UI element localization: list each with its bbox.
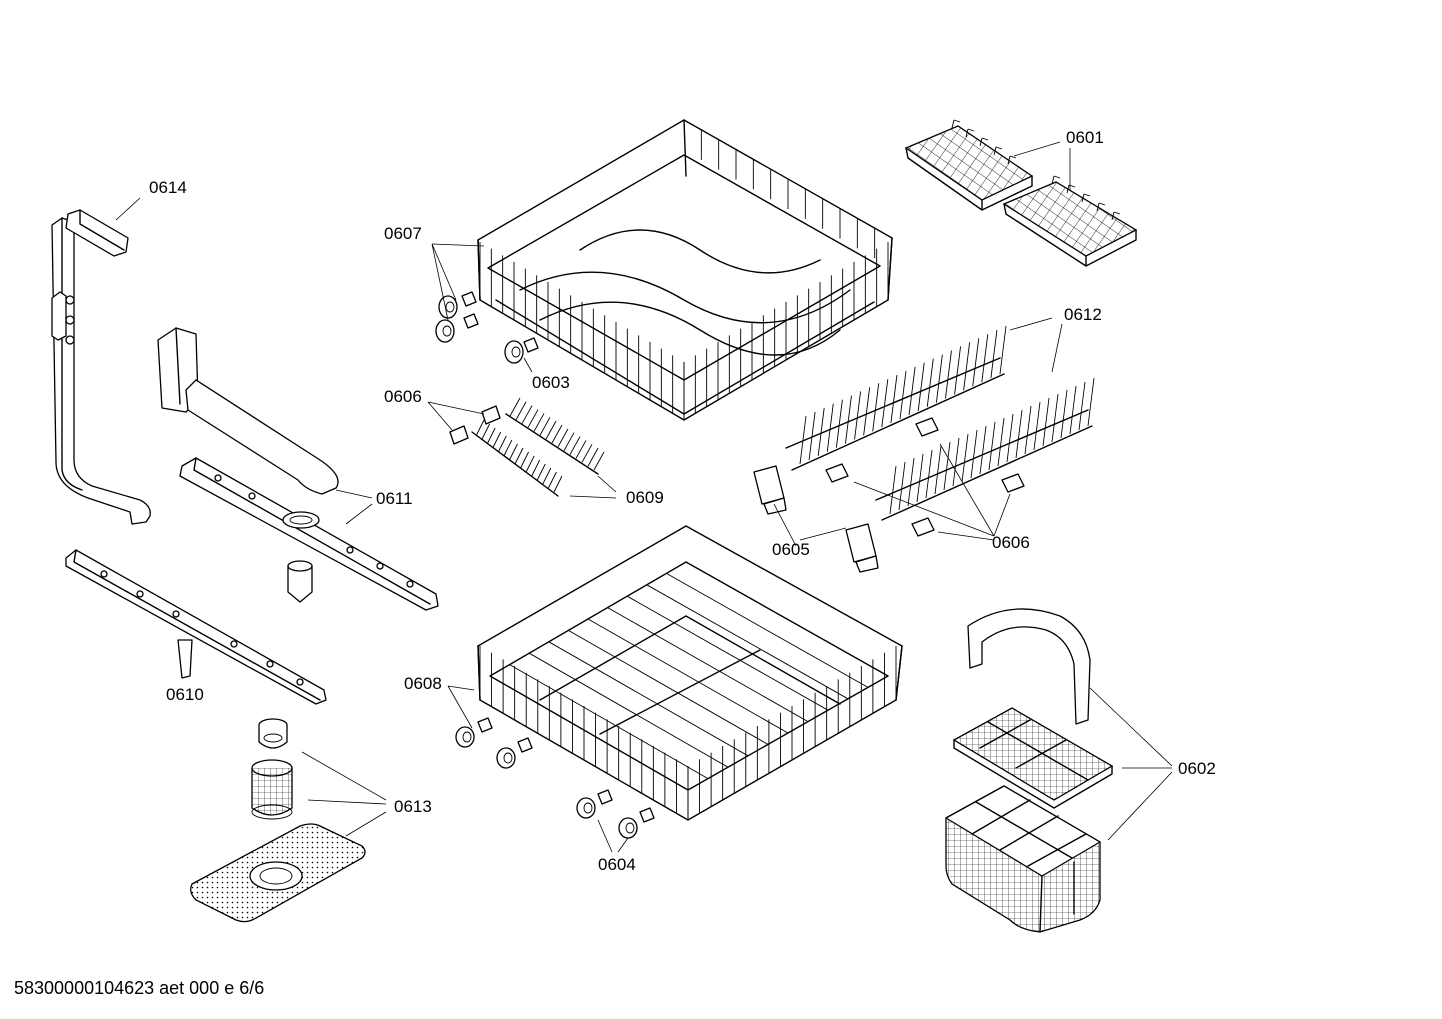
upper-basket-wheel-part-0603: [504, 337, 539, 364]
tine-rack-part-0609: [449, 397, 605, 497]
lower-spray-arm-part-0610: [65, 549, 327, 705]
label-0611: 0611: [376, 489, 413, 508]
supply-pipe-part-0614: [51, 209, 151, 525]
label-0601: 0601: [1066, 128, 1104, 147]
part-labels: 0614 0601 0607 0612 0603 0606 0609 0611 …: [149, 128, 1216, 874]
upper-basket-wheels-part-0607: [435, 291, 479, 343]
label-0608: 0608: [404, 674, 442, 693]
label-0605: 0605: [772, 540, 810, 559]
label-0613: 0613: [394, 797, 432, 816]
lower-basket-wheels-part-0604: [576, 789, 655, 839]
label-0610: 0610: [166, 685, 204, 704]
clips-part-0606: [825, 417, 1025, 537]
upper-basket: [477, 119, 893, 421]
filter-set-part-0613: [190, 718, 366, 923]
label-0609: 0609: [626, 488, 664, 507]
label-0602: 0602: [1178, 759, 1216, 778]
lower-basket-wheels-part-0608: [455, 717, 533, 769]
label-0606-left: 0606: [384, 387, 422, 406]
lower-basket: [477, 525, 903, 821]
label-0606-right: 0606: [992, 533, 1030, 552]
tine-rack-part-0612: [785, 325, 1095, 521]
label-0612: 0612: [1064, 305, 1102, 324]
label-0607: 0607: [384, 224, 422, 243]
holders-part-0605: [753, 465, 879, 573]
leader-lines: [115, 141, 1173, 853]
label-0603: 0603: [532, 373, 570, 392]
label-0604: 0604: [598, 855, 636, 874]
cutlery-basket-part-0602: [945, 608, 1114, 933]
label-0614: 0614: [149, 178, 187, 197]
cup-shelves-part-0601: [904, 119, 1138, 267]
upper-spray-arm-part-0611: [157, 327, 439, 611]
document-footer: 58300000104623 aet 000 e 6/6: [14, 978, 265, 998]
